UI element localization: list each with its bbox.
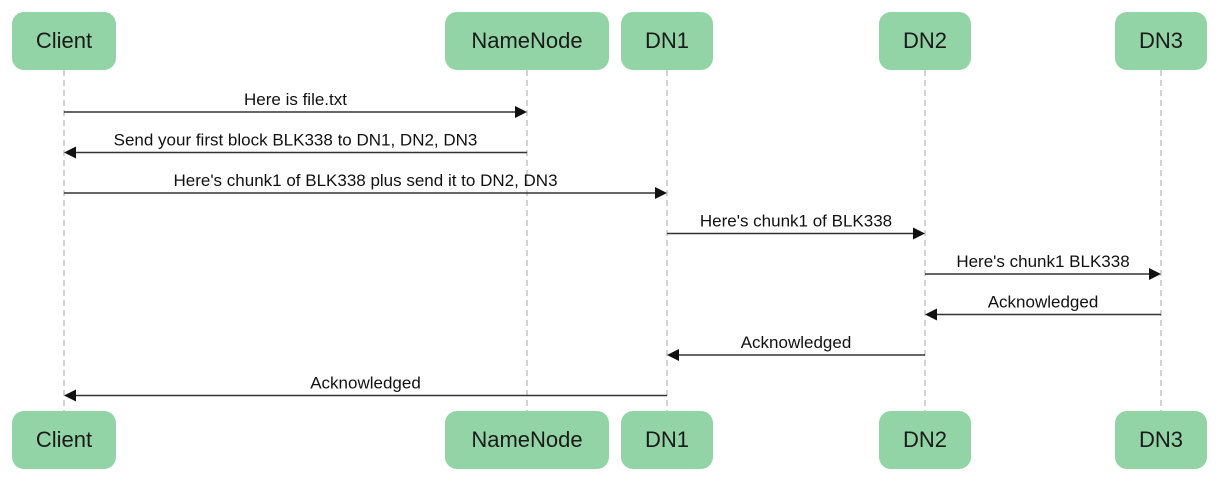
actor-box (445, 411, 609, 469)
actor-box (621, 411, 713, 469)
actor-client-top: Client (12, 12, 116, 70)
actor-box (1115, 12, 1207, 70)
message-3: Here's chunk1 of BLK338 plus send it to … (64, 171, 667, 199)
actor-box (621, 12, 713, 70)
actor-box (879, 411, 971, 469)
message-1: Here is file.txt (64, 90, 527, 118)
arrowhead-icon (64, 146, 76, 159)
message-label: Acknowledged (988, 293, 1099, 312)
actor-label: NameNode (471, 427, 582, 452)
arrowhead-icon (515, 106, 527, 118)
message-2: Send your first block BLK338 to DN1, DN2… (64, 131, 527, 159)
message-label: Here's chunk1 of BLK338 (700, 212, 892, 231)
message-label: Here's chunk1 of BLK338 plus send it to … (173, 171, 557, 190)
actor-namenode-top: NameNode (445, 12, 609, 70)
actor-label: DN2 (903, 28, 947, 53)
actor-box (12, 12, 116, 70)
actor-dn3-bottom: DN3 (1115, 411, 1207, 469)
arrowhead-icon (913, 227, 925, 240)
arrowhead-icon (667, 349, 679, 361)
actor-dn3-top: DN3 (1115, 12, 1207, 70)
message-label: Here is file.txt (244, 90, 347, 109)
arrowhead-icon (64, 389, 76, 402)
actor-label: DN1 (645, 427, 689, 452)
actor-namenode-bottom: NameNode (445, 411, 609, 469)
actor-label: DN3 (1139, 28, 1183, 53)
arrowhead-icon (655, 187, 667, 199)
actor-label: DN1 (645, 28, 689, 53)
actor-label: DN3 (1139, 427, 1183, 452)
message-4: Here's chunk1 of BLK338 (667, 212, 925, 240)
message-label: Acknowledged (741, 333, 852, 352)
arrowhead-icon (925, 308, 937, 321)
actor-dn1-bottom: DN1 (621, 411, 713, 469)
actor-box (1115, 411, 1207, 469)
message-label: Here's chunk1 BLK338 (956, 252, 1129, 271)
actor-label: NameNode (471, 28, 582, 53)
actor-label: Client (36, 427, 92, 452)
actor-dn1-top: DN1 (621, 12, 713, 70)
actor-box (12, 411, 116, 469)
actor-label: Client (36, 28, 92, 53)
message-8: Acknowledged (64, 374, 667, 402)
actor-client-bottom: Client (12, 411, 116, 469)
message-5: Here's chunk1 BLK338 (925, 252, 1161, 280)
arrowhead-icon (1149, 268, 1161, 280)
message-label: Acknowledged (310, 374, 421, 393)
actor-box (445, 12, 609, 70)
actor-label: DN2 (903, 427, 947, 452)
message-7: Acknowledged (667, 333, 925, 361)
actor-dn2-bottom: DN2 (879, 411, 971, 469)
actor-box (879, 12, 971, 70)
actor-dn2-top: DN2 (879, 12, 971, 70)
message-6: Acknowledged (925, 293, 1161, 321)
message-label: Send your first block BLK338 to DN1, DN2… (114, 131, 478, 150)
